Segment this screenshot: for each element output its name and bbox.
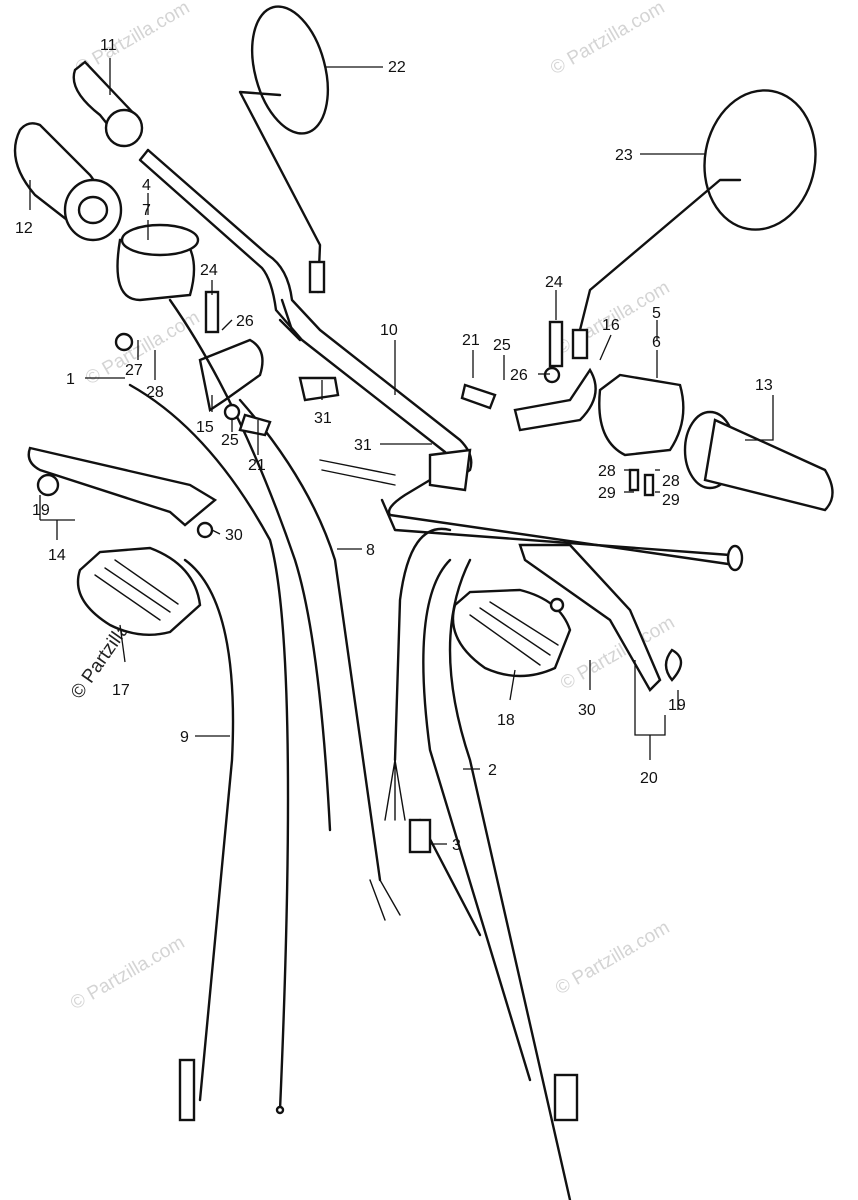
left-throttle-sleeve	[72, 60, 144, 148]
callout-21b: 21	[462, 332, 480, 349]
callout-2: 2	[488, 762, 497, 779]
callout-24b: 24	[545, 274, 563, 291]
callout-31b: 31	[354, 437, 372, 454]
callout-25a: 25	[221, 432, 239, 449]
left-switch-unit	[76, 546, 202, 636]
hardware	[36, 290, 683, 682]
left-mirror	[238, 5, 329, 294]
callout-10: 10	[380, 322, 398, 339]
callouts: 1 2 3 4 5 6 7 8 9 10 11 12 13 14 15 16 1…	[15, 37, 773, 854]
callout-8: 8	[366, 542, 375, 559]
callout-26a: 26	[236, 313, 254, 330]
callout-3: 3	[452, 837, 461, 854]
callout-21a: 21	[248, 457, 266, 474]
callout-30b: 30	[578, 702, 596, 719]
callout-28b: 28	[598, 463, 616, 480]
callout-9: 9	[180, 729, 189, 746]
left-grip	[13, 122, 123, 242]
watermark: © Partzilla.com	[67, 932, 188, 1014]
left-lever	[27, 446, 218, 527]
callout-29a: 29	[598, 485, 616, 502]
left-lever-holder	[198, 338, 264, 412]
callout-25b: 25	[493, 337, 511, 354]
callout-20: 20	[640, 770, 658, 787]
leader-lines	[29, 58, 774, 845]
right-grip	[683, 410, 834, 512]
callout-17: 17	[112, 682, 130, 699]
callout-11: 11	[100, 37, 117, 54]
callout-7: 7	[142, 202, 151, 219]
callout-6: 6	[652, 334, 661, 351]
cables	[128, 298, 579, 1200]
callout-23: 23	[615, 147, 633, 164]
callout-27: 27	[125, 362, 143, 379]
callout-30a: 30	[225, 527, 243, 544]
callout-12: 12	[15, 220, 33, 237]
callout-24a: 24	[200, 262, 218, 279]
handlebar	[138, 148, 744, 572]
callout-26b: 26	[510, 367, 528, 384]
callout-28c: 28	[662, 473, 680, 490]
callout-4: 4	[142, 177, 151, 194]
watermark: © Partzilla.com	[552, 917, 673, 999]
right-switch-unit	[451, 588, 572, 678]
right-lever	[518, 543, 662, 692]
callout-31a: 31	[314, 410, 332, 427]
callout-5: 5	[652, 305, 661, 322]
callout-13: 13	[755, 377, 773, 394]
callout-14: 14	[48, 547, 66, 564]
callout-22: 22	[388, 59, 406, 76]
right-switch-housing	[598, 373, 685, 457]
callout-19b: 19	[668, 697, 686, 714]
callout-18: 18	[497, 712, 515, 729]
callout-1: 1	[66, 371, 75, 388]
callout-16: 16	[602, 317, 620, 334]
right-lever-holder	[513, 367, 597, 432]
callout-19a: 19	[32, 502, 50, 519]
left-switch-housing	[116, 223, 200, 302]
callout-28a: 28	[146, 384, 164, 401]
callout-15: 15	[196, 419, 214, 436]
watermark: © Partzilla.com	[547, 0, 668, 79]
callout-29b: 29	[662, 492, 680, 509]
right-mirror	[571, 89, 817, 360]
